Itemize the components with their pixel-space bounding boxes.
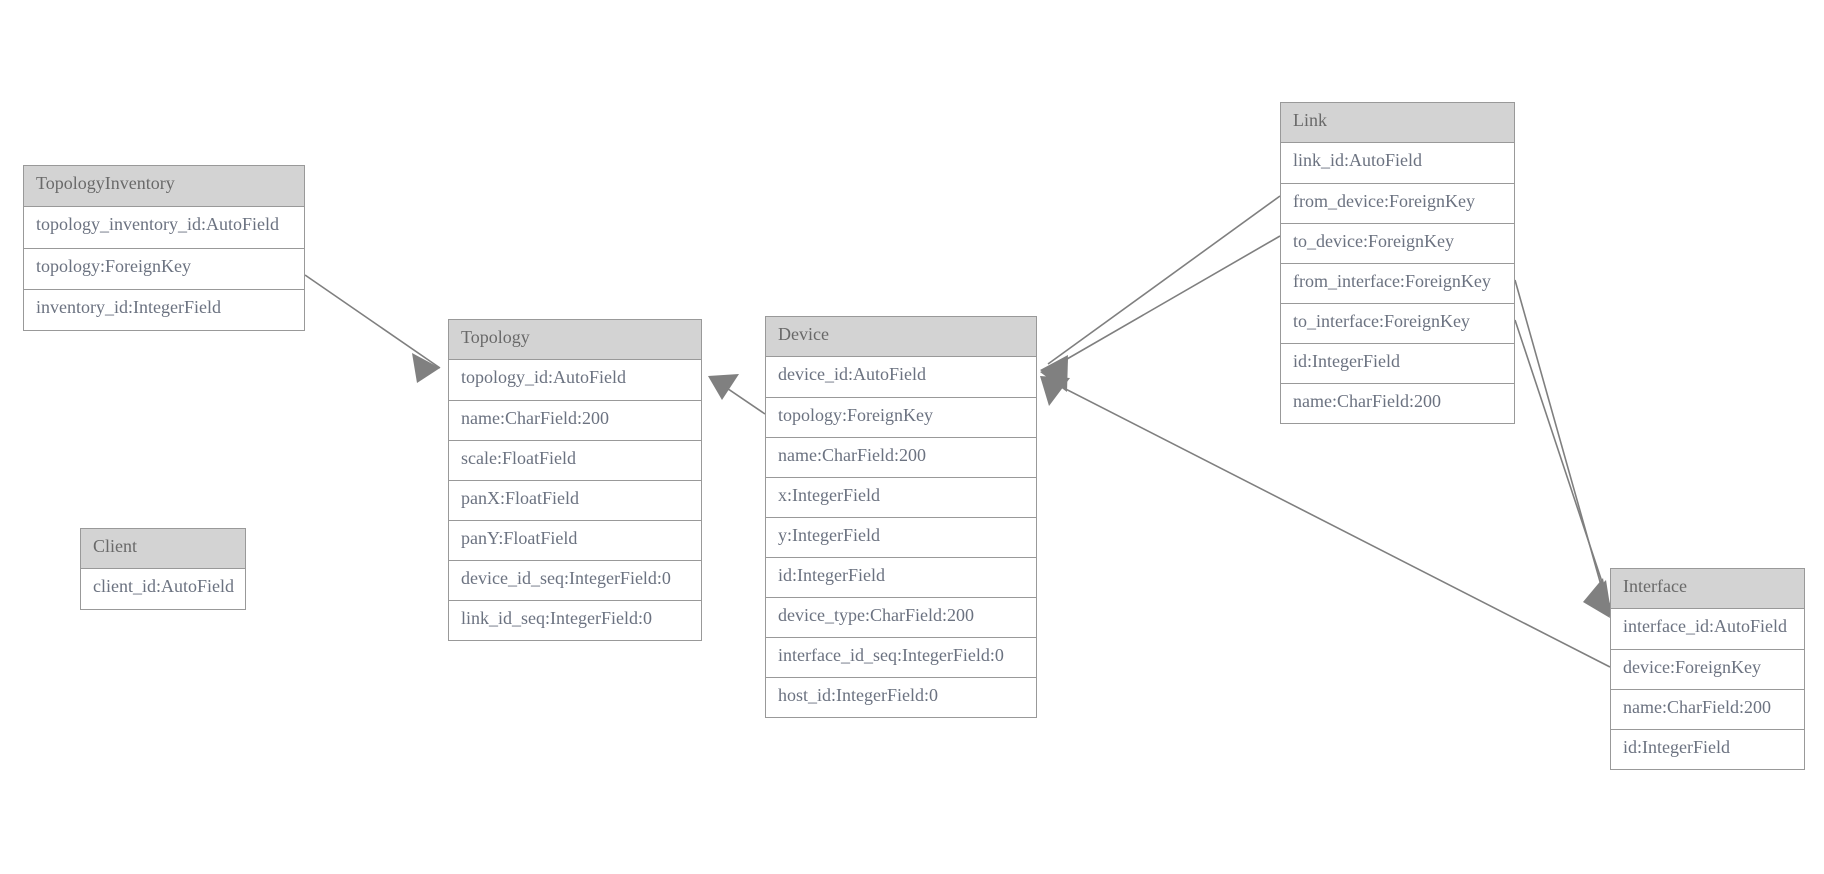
entity-field: from_device:ForeignKey: [1281, 183, 1514, 223]
relation-arrowhead-icon: [708, 374, 739, 400]
entity-field: name:CharField:200: [449, 400, 701, 440]
entity-field: panX:FloatField: [449, 480, 701, 520]
entity-field: link_id_seq:IntegerField:0: [449, 600, 701, 640]
entity-field: interface_id:AutoField: [1611, 609, 1804, 649]
relation-line: [711, 377, 766, 415]
relation-arrowhead-icon: [412, 353, 440, 383]
entity-field: inventory_id:IntegerField: [24, 289, 304, 330]
relation-link-from-device-to-device: [1040, 195, 1281, 390]
entity-field: host_id:IntegerField:0: [766, 677, 1036, 717]
entity-field: scale:FloatField: [449, 440, 701, 480]
entity-field: topology:ForeignKey: [24, 248, 304, 289]
relation-link-from-interface-to-interface: [1514, 279, 1610, 618]
relation-topologyinventory-to-topology: [304, 274, 441, 383]
relation-arrowhead-icon: [1040, 376, 1070, 406]
relation-line: [1047, 235, 1281, 371]
relation-line: [1047, 195, 1281, 365]
relation-link-to-device-to-device: [1040, 235, 1281, 392]
relation-arrowhead-icon: [1586, 580, 1612, 618]
entity-field: name:CharField:200: [1281, 383, 1514, 423]
entity-field: client_id:AutoField: [81, 569, 245, 609]
entity-field: to_device:ForeignKey: [1281, 223, 1514, 263]
entity-field: y:IntegerField: [766, 517, 1036, 557]
entity-field: device_id_seq:IntegerField:0: [449, 560, 701, 600]
entity-field: device:ForeignKey: [1611, 649, 1804, 689]
entity-title-link: Link: [1281, 103, 1514, 143]
entity-field: device_id:AutoField: [766, 357, 1036, 397]
entity-field: link_id:AutoField: [1281, 143, 1514, 183]
entity-field: name:CharField:200: [766, 437, 1036, 477]
relation-device-to-topology: [708, 374, 766, 415]
entity-title-interface: Interface: [1611, 569, 1804, 609]
relation-arrowhead-icon: [1040, 355, 1068, 390]
entity-field: id:IntegerField: [1281, 343, 1514, 383]
entity-field: id:IntegerField: [766, 557, 1036, 597]
entity-field: topology_id:AutoField: [449, 360, 701, 400]
entity-field: panY:FloatField: [449, 520, 701, 560]
entity-field: interface_id_seq:IntegerField:0: [766, 637, 1036, 677]
entity-field: to_interface:ForeignKey: [1281, 303, 1514, 343]
entity-field: name:CharField:200: [1611, 689, 1804, 729]
entity-field: id:IntegerField: [1611, 729, 1804, 769]
entity-title-topology_inventory: TopologyInventory: [24, 166, 304, 207]
entity-field: topology:ForeignKey: [766, 397, 1036, 437]
entity-field: device_type:CharField:200: [766, 597, 1036, 637]
relation-arrowhead-icon: [1583, 578, 1610, 618]
entity-title-device: Device: [766, 317, 1036, 357]
entity-title-client: Client: [81, 529, 245, 569]
relation-arrowhead-icon: [1040, 358, 1068, 392]
entity-field: from_interface:ForeignKey: [1281, 263, 1514, 303]
relation-line: [1514, 319, 1613, 613]
entity-field: topology_inventory_id:AutoField: [24, 207, 304, 248]
entity-title-topology: Topology: [449, 320, 701, 360]
relation-line: [304, 274, 441, 369]
relation-link-to-interface-to-interface: [1514, 319, 1613, 618]
relation-line: [1514, 279, 1609, 611]
entity-field: x:IntegerField: [766, 477, 1036, 517]
